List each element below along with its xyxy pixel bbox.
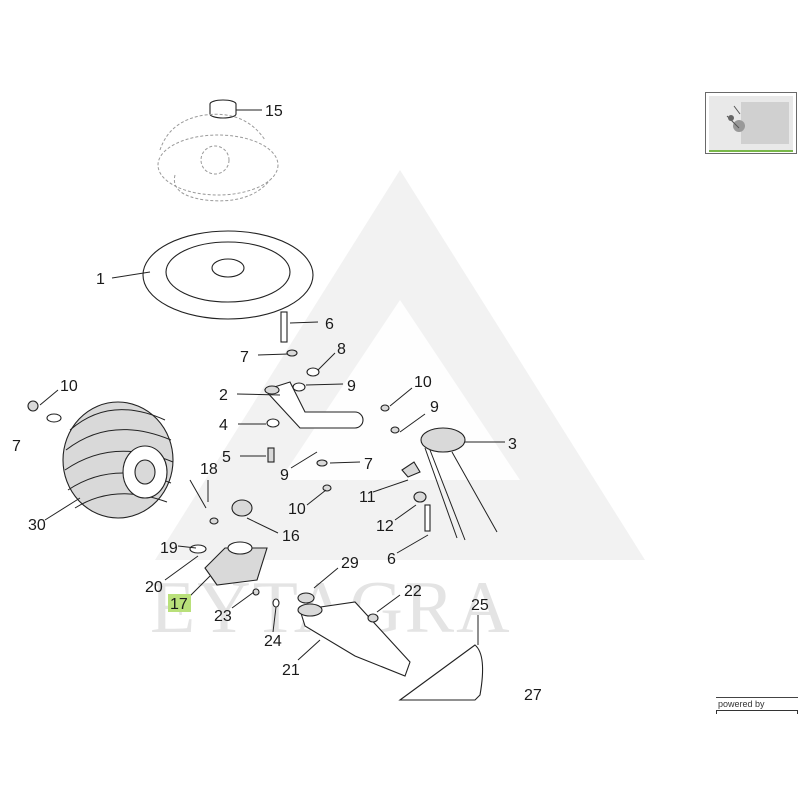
part-30-wheel[interactable] [62, 401, 174, 519]
part-15-bushing[interactable] [209, 99, 237, 119]
callout-5[interactable]: 5 [222, 449, 231, 466]
callout-7[interactable]: 7 [12, 438, 21, 455]
callout-10[interactable]: 10 [288, 501, 306, 518]
callout-10[interactable]: 10 [414, 374, 432, 391]
small-hardware [27, 311, 431, 623]
callout-17-highlight [168, 594, 191, 612]
callout-16[interactable]: 16 [282, 528, 300, 545]
powered-by-text: powered by [718, 699, 765, 709]
callout-24[interactable]: 24 [264, 633, 282, 650]
callout-18[interactable]: 18 [200, 461, 218, 478]
callout-27[interactable]: 27 [524, 687, 542, 704]
callout-8[interactable]: 8 [337, 341, 346, 358]
callout-1[interactable]: 1 [96, 271, 105, 288]
callout-2[interactable]: 2 [219, 387, 228, 404]
thumbnail-preview [709, 96, 793, 152]
ghost-gearbox [157, 113, 279, 202]
callout-10[interactable]: 10 [60, 378, 78, 395]
callout-19[interactable]: 19 [160, 540, 178, 557]
callout-15[interactable]: 15 [265, 103, 283, 120]
part-21-bracket[interactable] [297, 601, 411, 677]
callout-11[interactable]: 11 [359, 489, 376, 506]
part-3-tine-spring[interactable] [420, 427, 498, 541]
part-25-plate[interactable] [398, 644, 484, 701]
callout-6[interactable]: 6 [387, 551, 396, 568]
callout-20[interactable]: 20 [145, 579, 163, 596]
callout-17[interactable]: 17 [170, 596, 188, 613]
powered-by-badge: powered by [716, 697, 798, 718]
callout-9[interactable]: 9 [347, 378, 356, 395]
diagram-thumbnail[interactable] [705, 92, 797, 154]
callout-25[interactable]: 25 [471, 597, 489, 614]
callout-23[interactable]: 23 [214, 608, 232, 625]
callout-12[interactable]: 12 [376, 518, 394, 535]
part-17-hub[interactable] [204, 541, 268, 586]
callout-21[interactable]: 21 [282, 662, 300, 679]
powered-by-logo [716, 710, 798, 714]
part-1-disc[interactable] [142, 230, 314, 320]
callout-labels: 15 1 6 7 8 2 9 10 9 3 10 7 4 5 9 7 18 11… [12, 103, 542, 704]
callout-29[interactable]: 29 [341, 555, 359, 572]
callout-6[interactable]: 6 [325, 316, 334, 333]
callout-9[interactable]: 9 [430, 399, 439, 416]
callout-3[interactable]: 3 [508, 436, 517, 453]
callout-4[interactable]: 4 [219, 417, 228, 434]
callout-9[interactable]: 9 [280, 467, 289, 484]
callout-22[interactable]: 22 [404, 583, 422, 600]
callout-7[interactable]: 7 [240, 349, 249, 366]
callout-7[interactable]: 7 [364, 456, 373, 473]
part-2-arm[interactable] [264, 381, 364, 429]
callout-30[interactable]: 30 [28, 517, 46, 534]
